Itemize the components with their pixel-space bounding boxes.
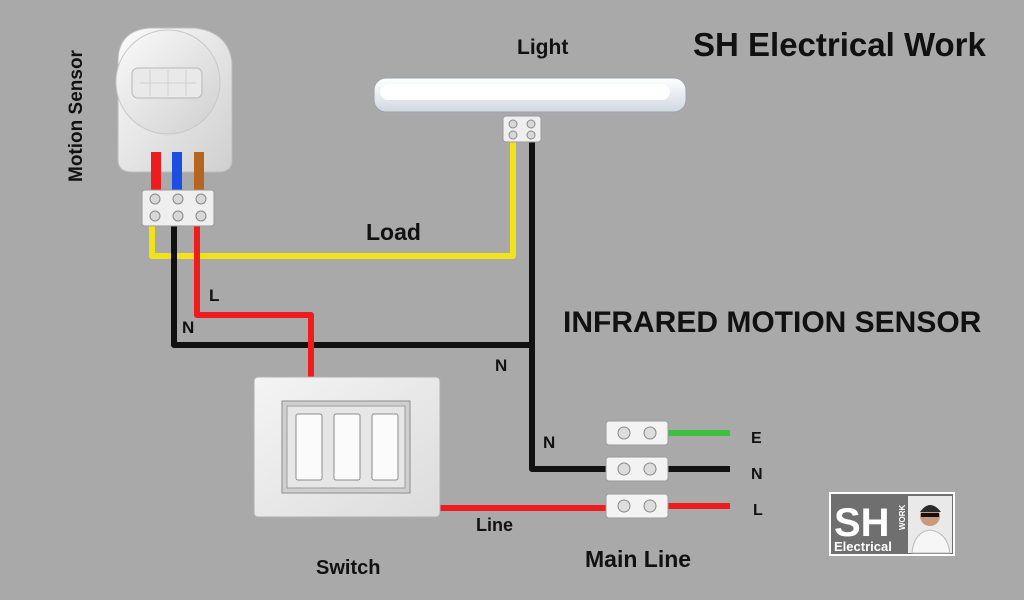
terminal-n-label: N xyxy=(751,466,763,483)
switch-board xyxy=(253,376,441,518)
motion-sensor xyxy=(115,27,233,227)
logo-sh: SH xyxy=(834,501,890,545)
wire-n-mid-label: N xyxy=(495,356,507,375)
neutral-wire-main xyxy=(529,140,612,472)
main-title: INFRARED MOTION SENSOR xyxy=(563,306,982,339)
logo-person-icon xyxy=(908,496,952,554)
line-label: Line xyxy=(476,515,513,535)
brand-logo: SH WORK Electrical xyxy=(829,492,955,556)
main-line-terminal-block xyxy=(605,420,669,519)
sensor-lead-brown xyxy=(194,152,204,190)
live-wire-sensor xyxy=(194,222,314,420)
neutral-wire-sensor xyxy=(171,222,532,348)
main-line-label: Main Line xyxy=(585,546,691,572)
wire-n-left-label: N xyxy=(182,318,194,337)
logo-side: WORK xyxy=(898,504,907,530)
wire-n-lower-label: N xyxy=(543,433,555,452)
terminal-l-label: L xyxy=(753,502,763,519)
switch-rocker-2[interactable] xyxy=(333,413,361,481)
motion-sensor-label: Motion Sensor xyxy=(66,49,87,182)
switch-label: Switch xyxy=(316,557,380,579)
wire-l-label: L xyxy=(209,286,219,305)
switch-rocker-1[interactable] xyxy=(295,413,323,481)
brand-title: SH Electrical Work xyxy=(693,26,986,63)
sensor-lead-blue xyxy=(172,152,182,190)
light-terminal-block xyxy=(502,115,542,143)
load-wire xyxy=(149,140,516,259)
light-fixture xyxy=(373,77,687,143)
light-label: Light xyxy=(517,36,568,59)
logo-sub: Electrical xyxy=(834,539,892,554)
load-label: Load xyxy=(366,219,421,245)
sensor-lead-red xyxy=(151,152,161,190)
switch-rocker-3[interactable] xyxy=(371,413,399,481)
terminal-e-label: E xyxy=(751,430,762,447)
